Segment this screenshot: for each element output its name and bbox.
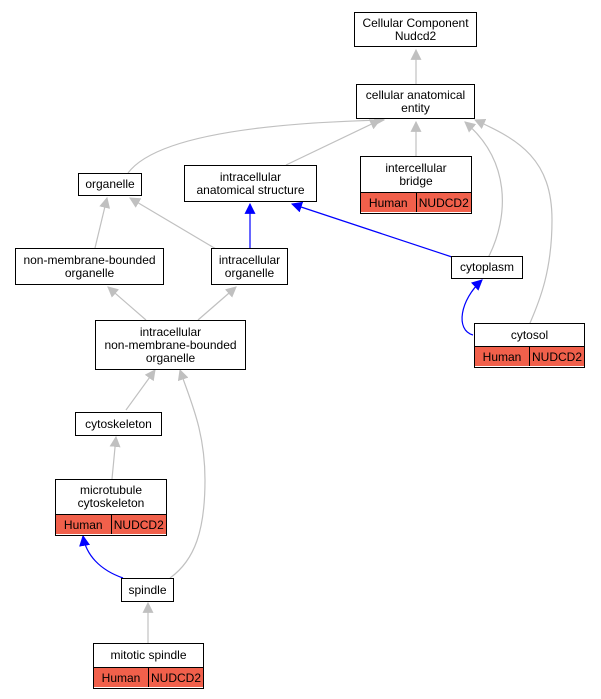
annotation-row: Human NUDCD2 (56, 514, 166, 534)
edge-spindle-inmbo (169, 368, 206, 579)
edge-cytosol-cae (473, 118, 553, 324)
node-label: Cellular Component Nudcd2 (362, 15, 469, 43)
node-label: cytoplasm (459, 260, 515, 274)
node-intracellular-non-membrane-bounded-organelle[interactable]: intracellular non-membrane-bounded organ… (95, 320, 246, 370)
node-label: cytoskeleton (85, 416, 152, 431)
node-label: microtubule cytoskeleton (77, 483, 145, 510)
annotation-row: Human NUDCD2 (475, 346, 584, 366)
node-label: intracellular organelle (218, 252, 281, 280)
node-cellular-anatomical-entity[interactable]: cellular anatomical entity (356, 84, 475, 119)
node-organelle[interactable]: organelle (78, 173, 142, 196)
species-cell: Human (482, 349, 522, 364)
edge-mtc-cytoskeleton (109, 435, 121, 480)
gene-cell: NUDCD2 (110, 515, 167, 534)
edge-io-organelle (129, 197, 217, 250)
gene-cell: NUDCD2 (415, 193, 472, 212)
annotation-row: Human NUDCD2 (361, 192, 471, 212)
node-microtubule-cytoskeleton[interactable]: microtubule cytoskeleton Human NUDCD2 (55, 479, 167, 536)
node-label: intracellular non-membrane-bounded organ… (104, 324, 237, 365)
species-cell: Human (101, 670, 141, 685)
node-label: cellular anatomical entity (365, 87, 466, 115)
node-spindle[interactable]: spindle (121, 578, 174, 602)
edge-inmbo-nmbo (107, 286, 147, 321)
edge-inmbo-io (197, 286, 237, 321)
annotation-row: Human NUDCD2 (94, 667, 203, 687)
node-non-membrane-bounded-organelle[interactable]: non-membrane-bounded organelle (15, 248, 164, 285)
edge-spindle-mtc (79, 534, 124, 579)
species-cell: Human (368, 195, 408, 210)
edge-cytosol-cytoplasm (461, 279, 483, 336)
edge-cytoplasm-cae (464, 121, 503, 259)
edge-nmbo-organelle (94, 196, 111, 249)
node-label: spindle (128, 582, 167, 597)
edge-organelle-cae (127, 114, 386, 174)
node-intercellular-bridge[interactable]: intercellular bridge Human NUDCD2 (360, 156, 472, 214)
node-label: intercellular bridge (385, 160, 447, 188)
node-cytosol[interactable]: cytosol Human NUDCD2 (474, 323, 585, 368)
gene-cell: NUDCD2 (148, 668, 203, 687)
node-cytoskeleton[interactable]: cytoskeleton (75, 412, 162, 436)
node-cellular-component-nudcd2[interactable]: Cellular Component Nudcd2 (354, 12, 477, 47)
node-label: non-membrane-bounded organelle (23, 252, 156, 280)
node-label: organelle (85, 177, 135, 191)
edge-cytoskeleton-inmbo (125, 369, 156, 411)
node-cytoplasm[interactable]: cytoplasm (451, 256, 523, 279)
node-label: intracellular anatomical structure (196, 169, 305, 197)
node-label: cytosol (510, 327, 549, 342)
edge-ias-cae (285, 119, 381, 166)
node-label: mitotic spindle (110, 648, 187, 662)
node-intracellular-anatomical-structure[interactable]: intracellular anatomical structure (184, 165, 317, 202)
edge-cytoplasm-ias (290, 201, 453, 258)
node-mitotic-spindle[interactable]: mitotic spindle Human NUDCD2 (93, 643, 204, 689)
gene-cell: NUDCD2 (529, 347, 584, 366)
species-cell: Human (63, 517, 103, 532)
node-intracellular-organelle[interactable]: intracellular organelle (211, 248, 288, 285)
